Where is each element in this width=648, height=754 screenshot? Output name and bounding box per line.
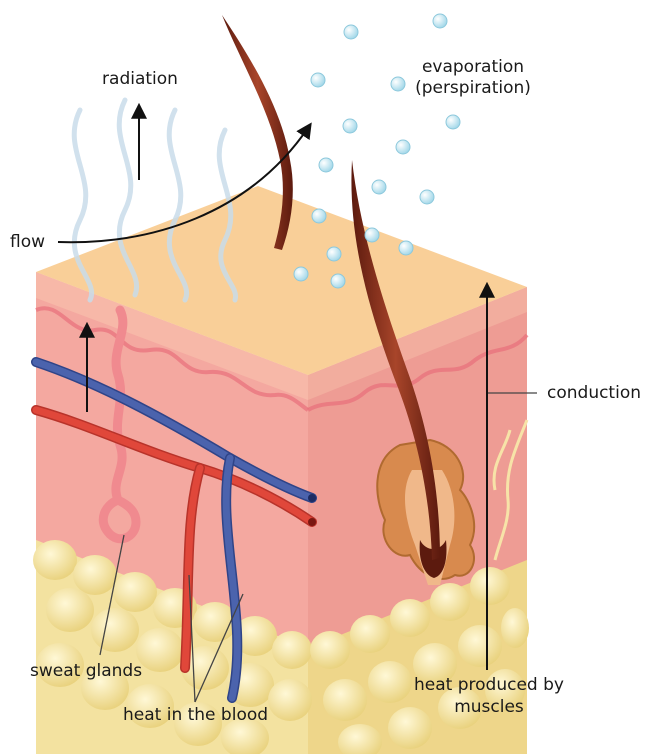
- flow-arrow: [57, 122, 312, 244]
- label-heat-blood: heat in the blood: [123, 705, 268, 725]
- hair-shaft-short: [222, 15, 293, 250]
- dermal-ridge-right: [307, 333, 529, 412]
- blood-leader-blue: [194, 593, 244, 703]
- vein: [31, 357, 317, 703]
- radiation-waves: [71, 97, 239, 303]
- label-heat-muscles: heat produced by: [414, 675, 564, 695]
- sweat-gland: [98, 305, 141, 544]
- hair-shaft-long: [351, 160, 440, 560]
- label-sweat-glands: sweat glands: [30, 661, 142, 681]
- epidermis-left: [36, 272, 308, 400]
- fat-layer: [33, 540, 529, 754]
- epidermis-right: [308, 287, 527, 400]
- sweat-droplets: [293, 13, 461, 289]
- blood-leader-red: [188, 574, 196, 703]
- arrows: [57, 102, 495, 670]
- nerve-fiber: [492, 419, 529, 561]
- top-face: [36, 186, 527, 375]
- label-muscles: muscles: [454, 697, 524, 717]
- leader-lines: [99, 392, 537, 703]
- label-evaporation: evaporation: [422, 57, 524, 77]
- label-flow: flow: [10, 232, 45, 252]
- label-perspiration: (perspiration): [415, 78, 531, 98]
- label-radiation: radiation: [102, 69, 178, 89]
- label-conduction: conduction: [547, 383, 641, 403]
- artery: [31, 405, 317, 673]
- sweat-glands-leader: [99, 534, 125, 656]
